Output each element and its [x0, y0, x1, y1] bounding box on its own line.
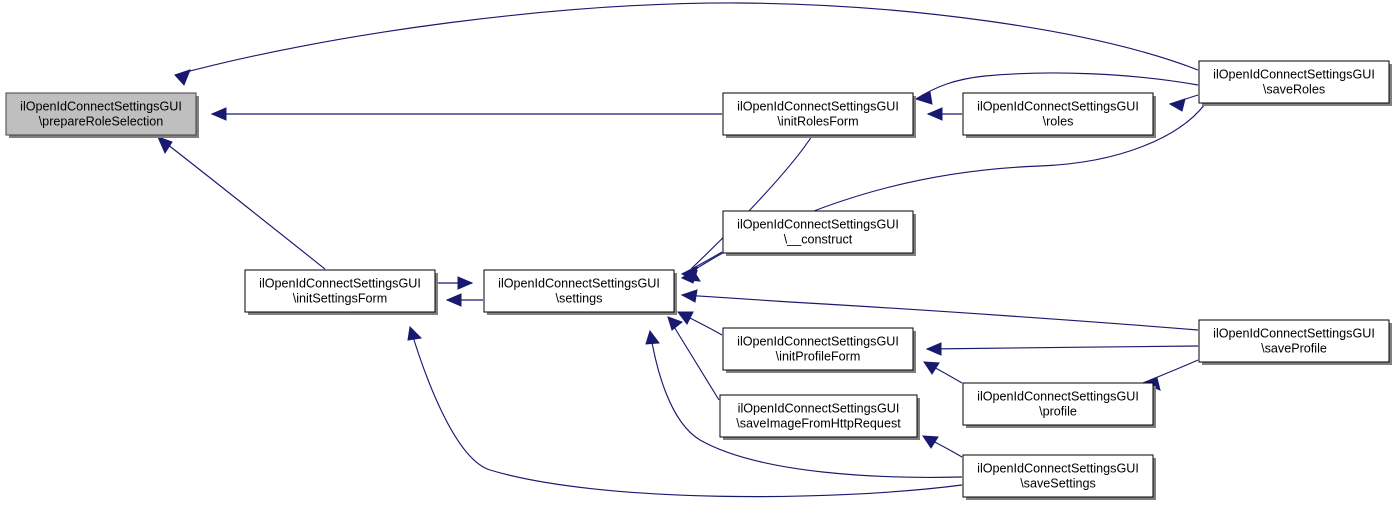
edge-line	[157, 136, 326, 270]
node-saveSettings[interactable]: ilOpenIdConnectSettingsGUI\saveSettings	[962, 454, 1156, 500]
node-label-class: ilOpenIdConnectSettingsGUI	[498, 276, 660, 290]
arrowhead-icon	[680, 289, 698, 303]
node-label-method: \saveSettings	[1020, 476, 1096, 490]
node-label-method: \saveImageFromHttpRequest	[736, 416, 901, 430]
edge-initProfileForm-to-settings	[677, 311, 723, 336]
node-initSettingsForm[interactable]: ilOpenIdConnectSettingsGUI\initSettingsF…	[244, 269, 438, 315]
node-initProfileForm[interactable]: ilOpenIdConnectSettingsGUI\initProfileFo…	[722, 327, 916, 373]
edge-saveRoles-to-prepareRoleSelection	[174, 2, 1199, 86]
node-label-class: ilOpenIdConnectSettingsGUI	[737, 99, 899, 113]
node-box[interactable]	[719, 394, 918, 438]
edge-line	[915, 72, 1199, 100]
arrowhead-icon	[925, 342, 942, 356]
node-label-method: \initProfileForm	[776, 349, 861, 363]
edge-line	[926, 345, 1199, 350]
node-label-class: ilOpenIdConnectSettingsGUI	[737, 217, 899, 231]
arrowhead-icon	[645, 329, 660, 345]
node-label-method: \saveRoles	[1263, 82, 1325, 96]
node-label-method: \__construct	[784, 232, 853, 246]
node-box[interactable]	[722, 92, 914, 136]
edge-line	[174, 2, 1199, 76]
edge-initRolesForm-to-prepareRoleSelection	[210, 107, 722, 121]
node-label-method: \initRolesForm	[777, 114, 858, 128]
arrowhead-icon	[210, 107, 227, 121]
edge-layer	[157, 2, 1206, 498]
node-label-class: ilOpenIdConnectSettingsGUI	[259, 276, 421, 290]
node-label-class: ilOpenIdConnectSettingsGUI	[977, 99, 1139, 113]
edge-saveImageFromHttpRequest-to-settings	[667, 316, 720, 401]
node-saveRoles[interactable]: ilOpenIdConnectSettingsGUI\saveRoles	[1198, 60, 1392, 106]
edge-profile-to-initProfileForm	[923, 361, 963, 384]
edge-saveSettings-to-initSettingsForm	[407, 325, 963, 498]
node-construct[interactable]: ilOpenIdConnectSettingsGUI\__construct	[722, 210, 916, 256]
edge-saveSettings-to-saveImageFromHttpRequest	[922, 435, 963, 458]
arrowhead-icon	[1168, 98, 1186, 112]
edge-line	[681, 294, 1199, 331]
arrowhead-icon	[667, 316, 684, 331]
node-layer: ilOpenIdConnectSettingsGUI\prepareRoleSe…	[5, 60, 1392, 500]
node-label-class: ilOpenIdConnectSettingsGUI	[737, 334, 899, 348]
node-label-class: ilOpenIdConnectSettingsGUI	[1213, 326, 1375, 340]
edge-saveRoles-to-roles	[1168, 94, 1199, 112]
node-label-method: \prepareRoleSelection	[39, 114, 164, 128]
node-roles[interactable]: ilOpenIdConnectSettingsGUI\roles	[962, 92, 1156, 138]
node-label-method: \profile	[1039, 404, 1077, 418]
node-box[interactable]	[483, 269, 675, 313]
edge-initSettingsForm-to-prepareRoleSelection	[157, 136, 326, 270]
edge-initRolesForm-to-settings	[686, 135, 813, 282]
node-prepareRoleSelection[interactable]: ilOpenIdConnectSettingsGUI\prepareRoleSe…	[5, 92, 199, 138]
node-label-class: ilOpenIdConnectSettingsGUI	[1213, 67, 1375, 81]
arrowhead-icon	[922, 435, 939, 449]
node-initRolesForm[interactable]: ilOpenIdConnectSettingsGUI\initRolesForm	[722, 92, 916, 138]
node-label-method: \saveProfile	[1261, 341, 1327, 355]
node-box[interactable]	[962, 454, 1154, 498]
edge-saveProfile-to-settings	[680, 289, 1199, 331]
edge-roles-to-initRolesForm	[926, 107, 962, 121]
edge-saveRoles-to-initRolesForm	[914, 72, 1199, 105]
arrowhead-icon	[677, 311, 694, 325]
edge-saveSettings-to-settings	[645, 329, 963, 478]
node-profile[interactable]: ilOpenIdConnectSettingsGUI\profile	[962, 382, 1156, 428]
edge-settings-to-initSettingsForm	[445, 293, 483, 307]
edge-line	[691, 135, 813, 269]
node-label-class: ilOpenIdConnectSettingsGUI	[977, 461, 1139, 475]
node-label-method: \settings	[556, 291, 603, 305]
arrowhead-icon	[457, 276, 474, 290]
edge-saveProfile-to-initProfileForm	[925, 342, 1199, 356]
arrowhead-icon	[174, 69, 191, 86]
node-box[interactable]	[5, 92, 197, 136]
node-settings[interactable]: ilOpenIdConnectSettingsGUI\settings	[483, 269, 677, 315]
arrowhead-icon	[680, 266, 698, 281]
node-box[interactable]	[1198, 319, 1390, 363]
edge-line	[409, 326, 963, 498]
node-box[interactable]	[1198, 60, 1390, 104]
edge-construct-to-settings	[680, 251, 723, 281]
arrowhead-icon	[923, 361, 940, 375]
node-label-class: ilOpenIdConnectSettingsGUI	[20, 99, 182, 113]
arrowhead-icon	[445, 293, 462, 307]
node-box[interactable]	[962, 92, 1154, 136]
node-label-class: ilOpenIdConnectSettingsGUI	[977, 389, 1139, 403]
edge-line	[649, 330, 963, 478]
arrowhead-icon	[157, 136, 173, 155]
arrowhead-icon	[914, 91, 933, 105]
node-box[interactable]	[244, 269, 436, 313]
edge-initSettingsForm-to-settings	[436, 276, 474, 290]
node-saveProfile[interactable]: ilOpenIdConnectSettingsGUI\saveProfile	[1198, 319, 1392, 365]
arrowhead-icon	[926, 107, 943, 121]
node-label-method: \initSettingsForm	[293, 291, 387, 305]
node-label-method: \roles	[1043, 114, 1074, 128]
node-box[interactable]	[722, 210, 914, 254]
node-box[interactable]	[722, 327, 914, 371]
node-saveImageFromHttpRequest[interactable]: ilOpenIdConnectSettingsGUI\saveImageFrom…	[719, 394, 920, 440]
node-label-class: ilOpenIdConnectSettingsGUI	[738, 401, 900, 415]
node-box[interactable]	[962, 382, 1154, 426]
arrowhead-icon	[407, 325, 423, 341]
